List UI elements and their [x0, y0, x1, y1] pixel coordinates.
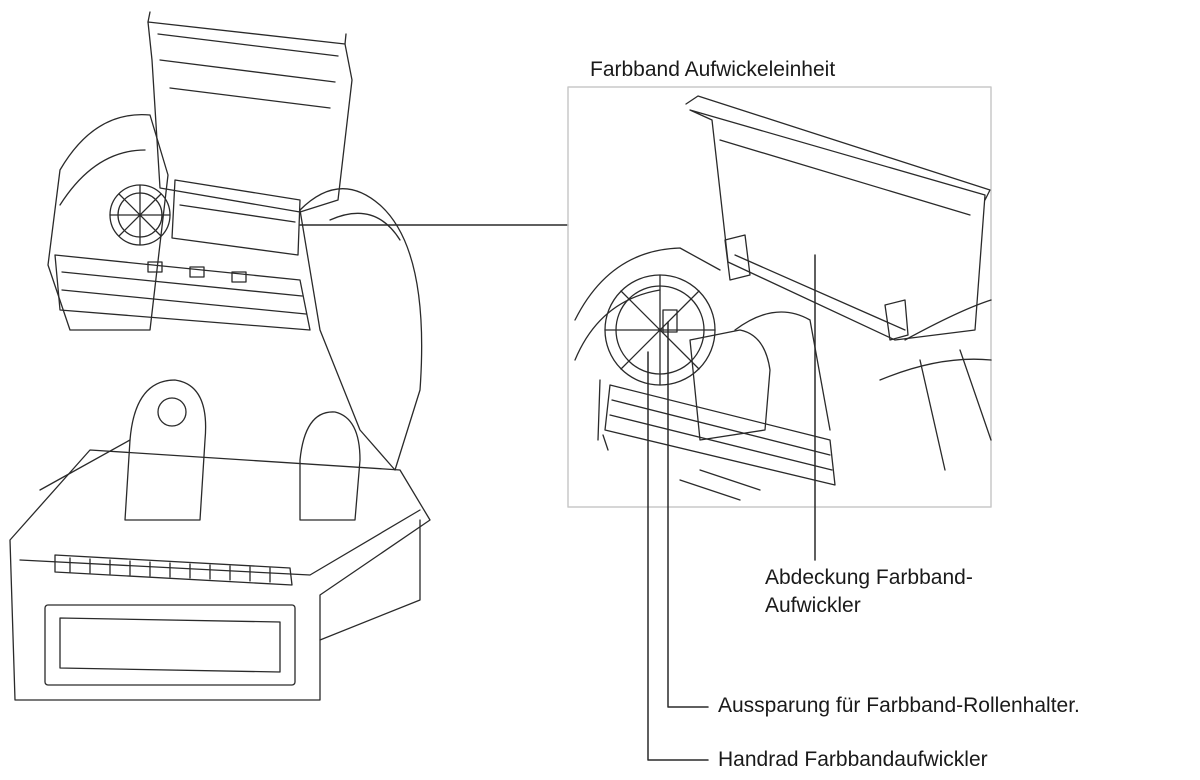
- media-holder-right: [299, 411, 361, 521]
- leader-recess: [667, 321, 709, 708]
- detail-title: Farbband Aufwickeleinheit: [590, 58, 836, 81]
- callout-cover-line1: Abdeckung Farbband-: [765, 566, 973, 589]
- printer-base: [9, 449, 431, 701]
- printer-illustration: [9, 11, 431, 701]
- callout-cover-line2: Aufwickler: [765, 594, 861, 617]
- winder-cover: [689, 109, 986, 341]
- printer-top-lid: [147, 21, 353, 213]
- print-head-bar: [54, 254, 311, 331]
- front-panel: [44, 604, 296, 686]
- platen-roller: [54, 554, 293, 586]
- callout-recess: Aussparung für Farbband-Rollenhalter.: [718, 694, 1080, 717]
- detail-illustration: [574, 95, 992, 501]
- recess-slot: [662, 309, 678, 333]
- callout-cover: Abdeckung Farbband- Aufwickler: [765, 564, 1065, 620]
- leader-handwheel: [647, 351, 709, 761]
- printer-right-housing: [299, 188, 423, 471]
- callout-handwheel: Handrad Farbbandaufwickler: [718, 748, 988, 771]
- detail-ribbon-bar: [604, 384, 836, 486]
- printer-left-housing: [47, 113, 169, 331]
- detail-frame: [567, 86, 992, 508]
- media-holder-left: [124, 379, 207, 521]
